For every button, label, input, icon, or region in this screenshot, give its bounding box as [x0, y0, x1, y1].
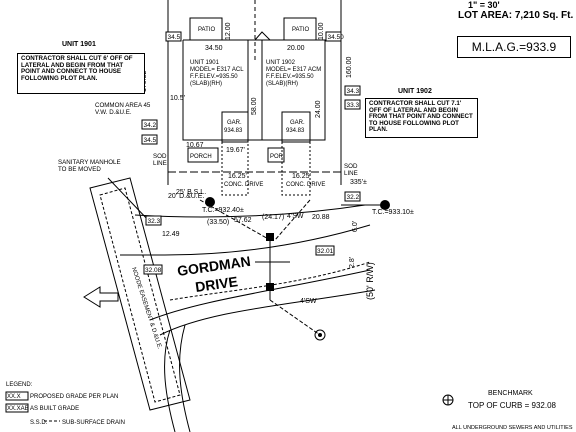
legend-text-2: AS BUILT GRADE — [30, 406, 79, 412]
utility-box-icon — [266, 233, 274, 241]
de-label: 20' D.&U.E. — [168, 193, 204, 200]
garage-elev-1902: 934.83 — [286, 128, 305, 134]
elev-34-5-a: 34.5 — [168, 34, 181, 41]
benchmark-title: BENCHMARK — [488, 390, 533, 397]
dim-34-50-a: 34.50 — [205, 45, 223, 52]
common-area-label: COMMON AREA 45 V.W. D.&U.E. — [95, 102, 151, 116]
dim-2-8: 2.8' — [349, 257, 356, 268]
dim-10-5: 10.5' — [170, 95, 185, 102]
dim-19-67: 19.67' — [226, 147, 245, 154]
patio-label-1901: PATIO — [198, 27, 215, 33]
lot-area-value: 7,210 — [514, 10, 540, 21]
dim-10-00: 10.00 — [318, 22, 325, 40]
elev-34-50-b: 34.50 — [328, 34, 345, 41]
dim-58-00: 58.00 — [251, 97, 258, 115]
unit-1901-contractor-note: CONTRACTOR SHALL CUT 6' OFF OF LATERAL A… — [17, 53, 145, 94]
legend-symbol-3: S.S.D. — [30, 420, 48, 426]
scale-label: 1" = 30' — [468, 0, 500, 10]
elev-34-2: 34.2 — [144, 122, 157, 129]
benchmark-text: TOP OF CURB = 932.08 — [468, 401, 556, 410]
dim-24-17: (24.17) — [262, 214, 284, 221]
unit-1902-contractor-note: CONTRACTOR SHALL CUT 7.1' OFF OF LATERAL… — [365, 98, 478, 138]
legend-text-3: SUB-SURFACE DRAIN — [62, 420, 125, 426]
hydrant-icon — [314, 329, 326, 341]
drainage-arrow-icon — [83, 286, 119, 308]
porch-1901 — [187, 147, 219, 163]
model-1901-l3: F.F.ELEV.=935.50 — [190, 74, 238, 80]
mlag-box: M.L.A.G.=933.9 — [457, 36, 571, 58]
easement-tract — [89, 177, 191, 411]
dim-20-00: 20.00 — [287, 45, 305, 52]
garage-elev-1901: 934.83 — [224, 128, 243, 134]
elev-32-01: 32.01 — [317, 248, 334, 255]
conc-drive-1901: CONC. DRIVE — [224, 182, 263, 188]
bsl-label: 25' B.S.L. — [176, 189, 206, 196]
utility-box-icon-2 — [266, 283, 274, 291]
model-1902-l2: MODEL= E317 ACM — [266, 67, 321, 73]
dim-4-sw: 4'SW — [300, 298, 317, 305]
sidewalk-4sw: 4'SW — [287, 213, 304, 220]
dim-6-0: 6.0' — [352, 221, 359, 232]
dim-57-62: 57.62 — [234, 217, 252, 224]
sanitary-manhole-note: SANITARY MANHOLE TO BE MOVED — [58, 159, 121, 173]
elev-32-3: 32.3 — [148, 218, 161, 225]
legend-text-1: PROPOSED GRADE PER PLAN — [30, 394, 118, 400]
conc-drive-1902: CONC. DRIVE — [286, 182, 325, 188]
porch-label-1901: PORCH — [190, 154, 212, 160]
elev-33-3: 33.3 — [347, 102, 360, 109]
garage-1901 — [221, 111, 249, 143]
lot-area-label: LOT AREA: — [458, 10, 513, 21]
sod-line-left: SOD LINE — [153, 153, 167, 167]
legend-title: LEGEND: — [6, 382, 33, 388]
manhole-marker-1902 — [380, 200, 390, 210]
elev-32-08: 32.08 — [145, 267, 162, 274]
unit-1902-title: UNIT 1902 — [398, 88, 432, 95]
legend-symbol-2: XX.XAB — [7, 406, 29, 412]
dim-24-00: 24.00 — [315, 100, 322, 118]
benchmark-footer: ALL UNDERGROUND SEWERS AND UTILITIES — [452, 425, 573, 431]
dim-20-88: 20.88 — [312, 214, 330, 221]
lot-area-units: Sq. Ft. — [542, 10, 574, 21]
manhole-marker-1901 — [205, 197, 215, 207]
patio-label-1902: PATIO — [292, 27, 309, 33]
dim-12-00: 12.00 — [225, 22, 232, 40]
dim-10-67: 10.67 — [186, 142, 204, 149]
dim-16-25-b: 16.25' — [292, 173, 311, 180]
street-name-line1: GORDMAN — [176, 253, 251, 279]
street-name-line2: DRIVE — [194, 273, 239, 295]
curb-line-south — [149, 269, 371, 321]
sod-line-right: SOD LINE — [344, 163, 358, 177]
curb-line-north — [134, 204, 366, 218]
elev-34-3: 34.3 — [347, 88, 360, 95]
elev-34-5-b: 34.5 — [144, 137, 157, 144]
model-1901-l2: MODEL= E317 ACL — [190, 67, 244, 73]
garage-1902 — [281, 111, 311, 143]
dim-16-25-a: 16.25' — [228, 173, 247, 180]
legend-symbol-1: XX.X — [7, 394, 21, 400]
porch-1902 — [267, 147, 285, 163]
model-1902-l4: (SLAB)(RH) — [266, 81, 298, 87]
elev-32-2: 32.2 — [347, 194, 360, 201]
lot-area: LOT AREA: 7,210 Sq. Ft. — [458, 10, 573, 21]
dim-160-00: 160.00 — [346, 56, 353, 78]
drive-1901 — [221, 142, 249, 196]
model-1901-l1: UNIT 1901 — [190, 60, 220, 66]
tc-right: T.C.=933.10± — [372, 209, 414, 216]
unit-1901-title: UNIT 1901 — [62, 41, 96, 48]
dim-12-49: 12.49 — [162, 231, 180, 238]
model-1902-l1: UNIT 1902 — [266, 60, 296, 66]
model-1901-l4: (SLAB)(RH) — [190, 81, 222, 87]
garage-label-1901: GAR. — [227, 120, 242, 126]
porch-label-1902: POR — [270, 154, 284, 160]
elev-335: 335'± — [350, 179, 367, 186]
garage-label-1902: GAR. — [290, 120, 305, 126]
row-label: (50' R/W) — [365, 262, 375, 300]
dim-33-50: (33.50) — [207, 219, 229, 226]
model-1902-l3: F.F.ELEV.=935.50 — [266, 74, 314, 80]
tc-left: T.C.=932.40± — [202, 207, 244, 214]
